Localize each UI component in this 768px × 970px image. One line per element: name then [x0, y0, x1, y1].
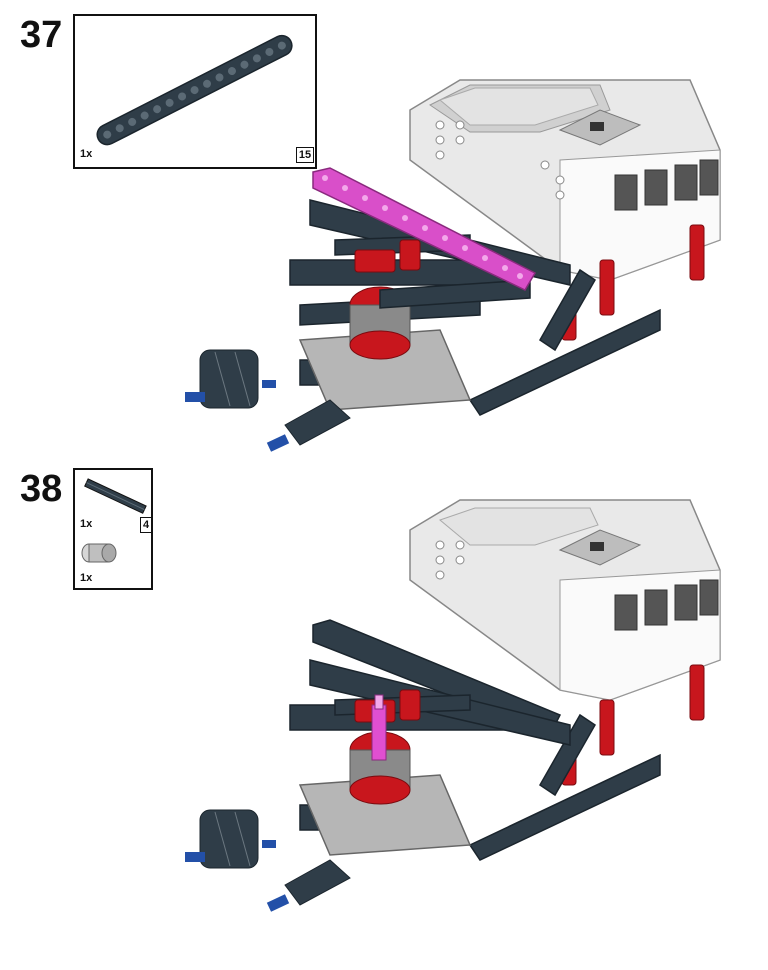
new-axle-highlight	[371, 694, 387, 761]
new-beam-highlight	[312, 167, 537, 291]
beam-length-badge: 15	[296, 147, 314, 163]
part-quantity: 1x	[80, 148, 93, 160]
ev3-brick-icon	[409, 79, 721, 281]
step-number: 37	[20, 14, 63, 56]
part-quantity: 1x	[80, 518, 93, 530]
wheel-icon	[185, 349, 276, 409]
parts-callout: 1x 15	[73, 14, 317, 169]
part-quantity: 1x	[80, 572, 93, 584]
wheel-icon	[185, 809, 276, 869]
assembly-illustration	[0, 40, 768, 470]
parts-callout: 1x 4 1x	[73, 468, 153, 590]
assembly-illustration	[0, 490, 768, 930]
beam-15-icon	[96, 34, 293, 146]
wheel-icon	[266, 399, 351, 452]
wheel-icon	[266, 859, 351, 912]
ev3-brick-icon	[409, 499, 721, 701]
axle-4-icon	[84, 478, 147, 514]
axle-length-badge: 4	[140, 517, 152, 533]
step-number: 38	[20, 468, 63, 510]
bush-icon	[81, 543, 117, 563]
